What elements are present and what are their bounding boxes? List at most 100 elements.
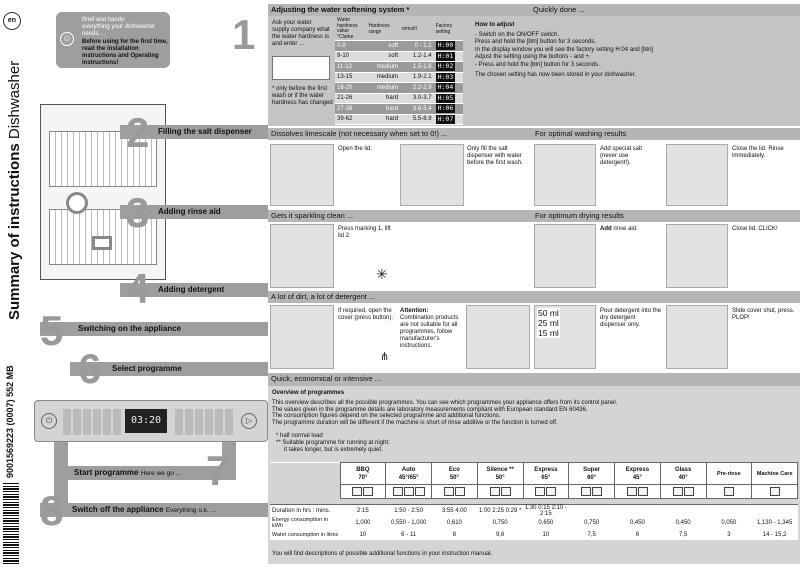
duration-cell: 1:30 0:15 2:10 - 2:15 bbox=[524, 505, 567, 517]
programme-temp: 70° bbox=[358, 474, 368, 481]
dishes-icon bbox=[352, 487, 363, 496]
step8-note: Everything o.k. ... bbox=[165, 507, 217, 514]
duration-cell bbox=[752, 505, 798, 518]
dishes-icon bbox=[683, 487, 694, 496]
step8-label: Switch off the appliance bbox=[72, 505, 164, 514]
step3-number: 3 bbox=[126, 189, 150, 236]
duration-cell: 1:50 - 2:50 bbox=[394, 508, 423, 514]
water-ask: Ask your water supply company what the w… bbox=[272, 20, 330, 47]
power-button[interactable]: ⏻ bbox=[41, 413, 57, 429]
programme-buttons[interactable] bbox=[63, 409, 123, 435]
rinse-add-rest: rinse aid. bbox=[613, 226, 638, 232]
dishes-icon bbox=[626, 487, 637, 496]
overview-title: Overview of programmes bbox=[272, 390, 345, 396]
overview-line: The programme duration will be different… bbox=[272, 420, 558, 427]
option-buttons[interactable] bbox=[175, 409, 235, 435]
rinse-add-image bbox=[534, 224, 596, 288]
salt-add-image bbox=[534, 144, 596, 206]
spacer-row bbox=[270, 498, 798, 505]
pan-icon bbox=[592, 487, 603, 496]
step6-label: Select programme bbox=[112, 364, 182, 373]
hardness-setting: H:02 bbox=[435, 62, 456, 72]
silence-icon bbox=[500, 487, 511, 496]
intro-line1: Brief and handy: bbox=[82, 17, 126, 23]
step4-band: Adding detergent bbox=[120, 283, 268, 297]
hardness-setting: H:06 bbox=[435, 104, 456, 114]
hardness-mmol: 1.5-1.8 bbox=[400, 61, 434, 73]
duration-row: Duration in hrs : mins. 2:15 1:50 - 2:50… bbox=[270, 504, 798, 518]
connector-left bbox=[54, 442, 68, 504]
programme-temp: 40° bbox=[678, 474, 688, 481]
dose-25: 25 ml bbox=[538, 318, 559, 328]
dishes-icon bbox=[489, 487, 500, 496]
hardness-entry-field[interactable] bbox=[272, 56, 330, 80]
hardness-header-cell: Hardness range bbox=[366, 18, 401, 41]
hardness-header-cell: mmol/l bbox=[400, 18, 434, 41]
overview-line: The values given in the programme detail… bbox=[272, 406, 588, 413]
rinse-bar-right: For optimum drying results bbox=[532, 210, 800, 222]
energy-cell: 0,450 bbox=[675, 520, 691, 526]
glass-icon bbox=[672, 487, 683, 496]
hardness-setting: H:00 bbox=[435, 41, 456, 51]
hardness-header-cell: Water hardness value °Clarke bbox=[335, 17, 367, 41]
programme-machinecare[interactable]: Machine Care bbox=[751, 462, 798, 485]
start-button[interactable]: ▷ bbox=[241, 413, 257, 429]
detergent-open-image bbox=[270, 305, 334, 369]
step8-band: Switch off the appliance Everything o.k.… bbox=[40, 503, 268, 517]
control-panel: ⏻ 03:20 ▷ bbox=[34, 400, 268, 442]
hardness-value: 21-26 bbox=[335, 93, 367, 104]
side-title-light: Dishwasher bbox=[6, 60, 23, 140]
language-badge: en bbox=[3, 12, 21, 30]
overview: Overview of programmes This overview des… bbox=[272, 390, 792, 453]
step6-number: 6 bbox=[78, 345, 102, 392]
programme-name: Silence ** bbox=[486, 466, 514, 473]
barcode bbox=[3, 482, 19, 564]
empty-cell bbox=[270, 462, 340, 485]
hardness-range: medium bbox=[366, 72, 401, 83]
water-cell: 7,5 bbox=[678, 531, 688, 538]
duration-cell bbox=[615, 505, 661, 518]
programme-icons bbox=[705, 484, 753, 499]
duration-cell: 3:55 4:00 bbox=[441, 508, 467, 514]
rinse-close-image bbox=[666, 224, 728, 288]
hardness-value: 9-10 bbox=[335, 51, 367, 62]
salt-marker-icon bbox=[66, 192, 88, 214]
programme-prerinse[interactable]: Pre-rinse bbox=[705, 462, 753, 485]
sparkle-icon: ✳ bbox=[376, 266, 388, 282]
programme-silence[interactable]: Silence **50° bbox=[476, 462, 524, 485]
programme-name: Auto bbox=[401, 466, 416, 473]
programme-temp: 60° bbox=[587, 474, 597, 481]
hardness-mmol: 1.9-2.1 bbox=[400, 72, 434, 83]
hardness-value: 0-8 bbox=[335, 40, 367, 52]
hardness-mmol: 0 - 1.1 bbox=[400, 40, 434, 52]
row-label: Energy consumption in kWh bbox=[272, 517, 328, 529]
how-to-adjust: How to adjust - Switch on the ON/OFF swi… bbox=[475, 22, 795, 80]
hardness-mmol: 5.5-8.9 bbox=[400, 114, 434, 125]
step5-band: Switching on the appliance bbox=[40, 322, 268, 336]
salt-text-a: Open the lid. bbox=[338, 146, 373, 152]
hardness-setting: H:03 bbox=[435, 72, 456, 82]
water-cell: 10 bbox=[542, 531, 550, 538]
how-line: - Press and hold the [btn] button for 3 … bbox=[475, 61, 600, 68]
care-icon bbox=[769, 487, 780, 496]
step2-number: 2 bbox=[126, 109, 150, 156]
programme-temp: 65° bbox=[541, 474, 551, 481]
water-cell: 9,6 bbox=[495, 531, 505, 538]
footer-note: You will find descriptions of possible a… bbox=[272, 551, 493, 557]
hardness-mmol: 3.0-3.7 bbox=[400, 93, 434, 104]
glass-icon bbox=[414, 487, 425, 496]
salt-bar-left: Dissolves limescale (not necessary when … bbox=[268, 128, 532, 140]
energy-cell: 0,450 bbox=[629, 520, 645, 526]
